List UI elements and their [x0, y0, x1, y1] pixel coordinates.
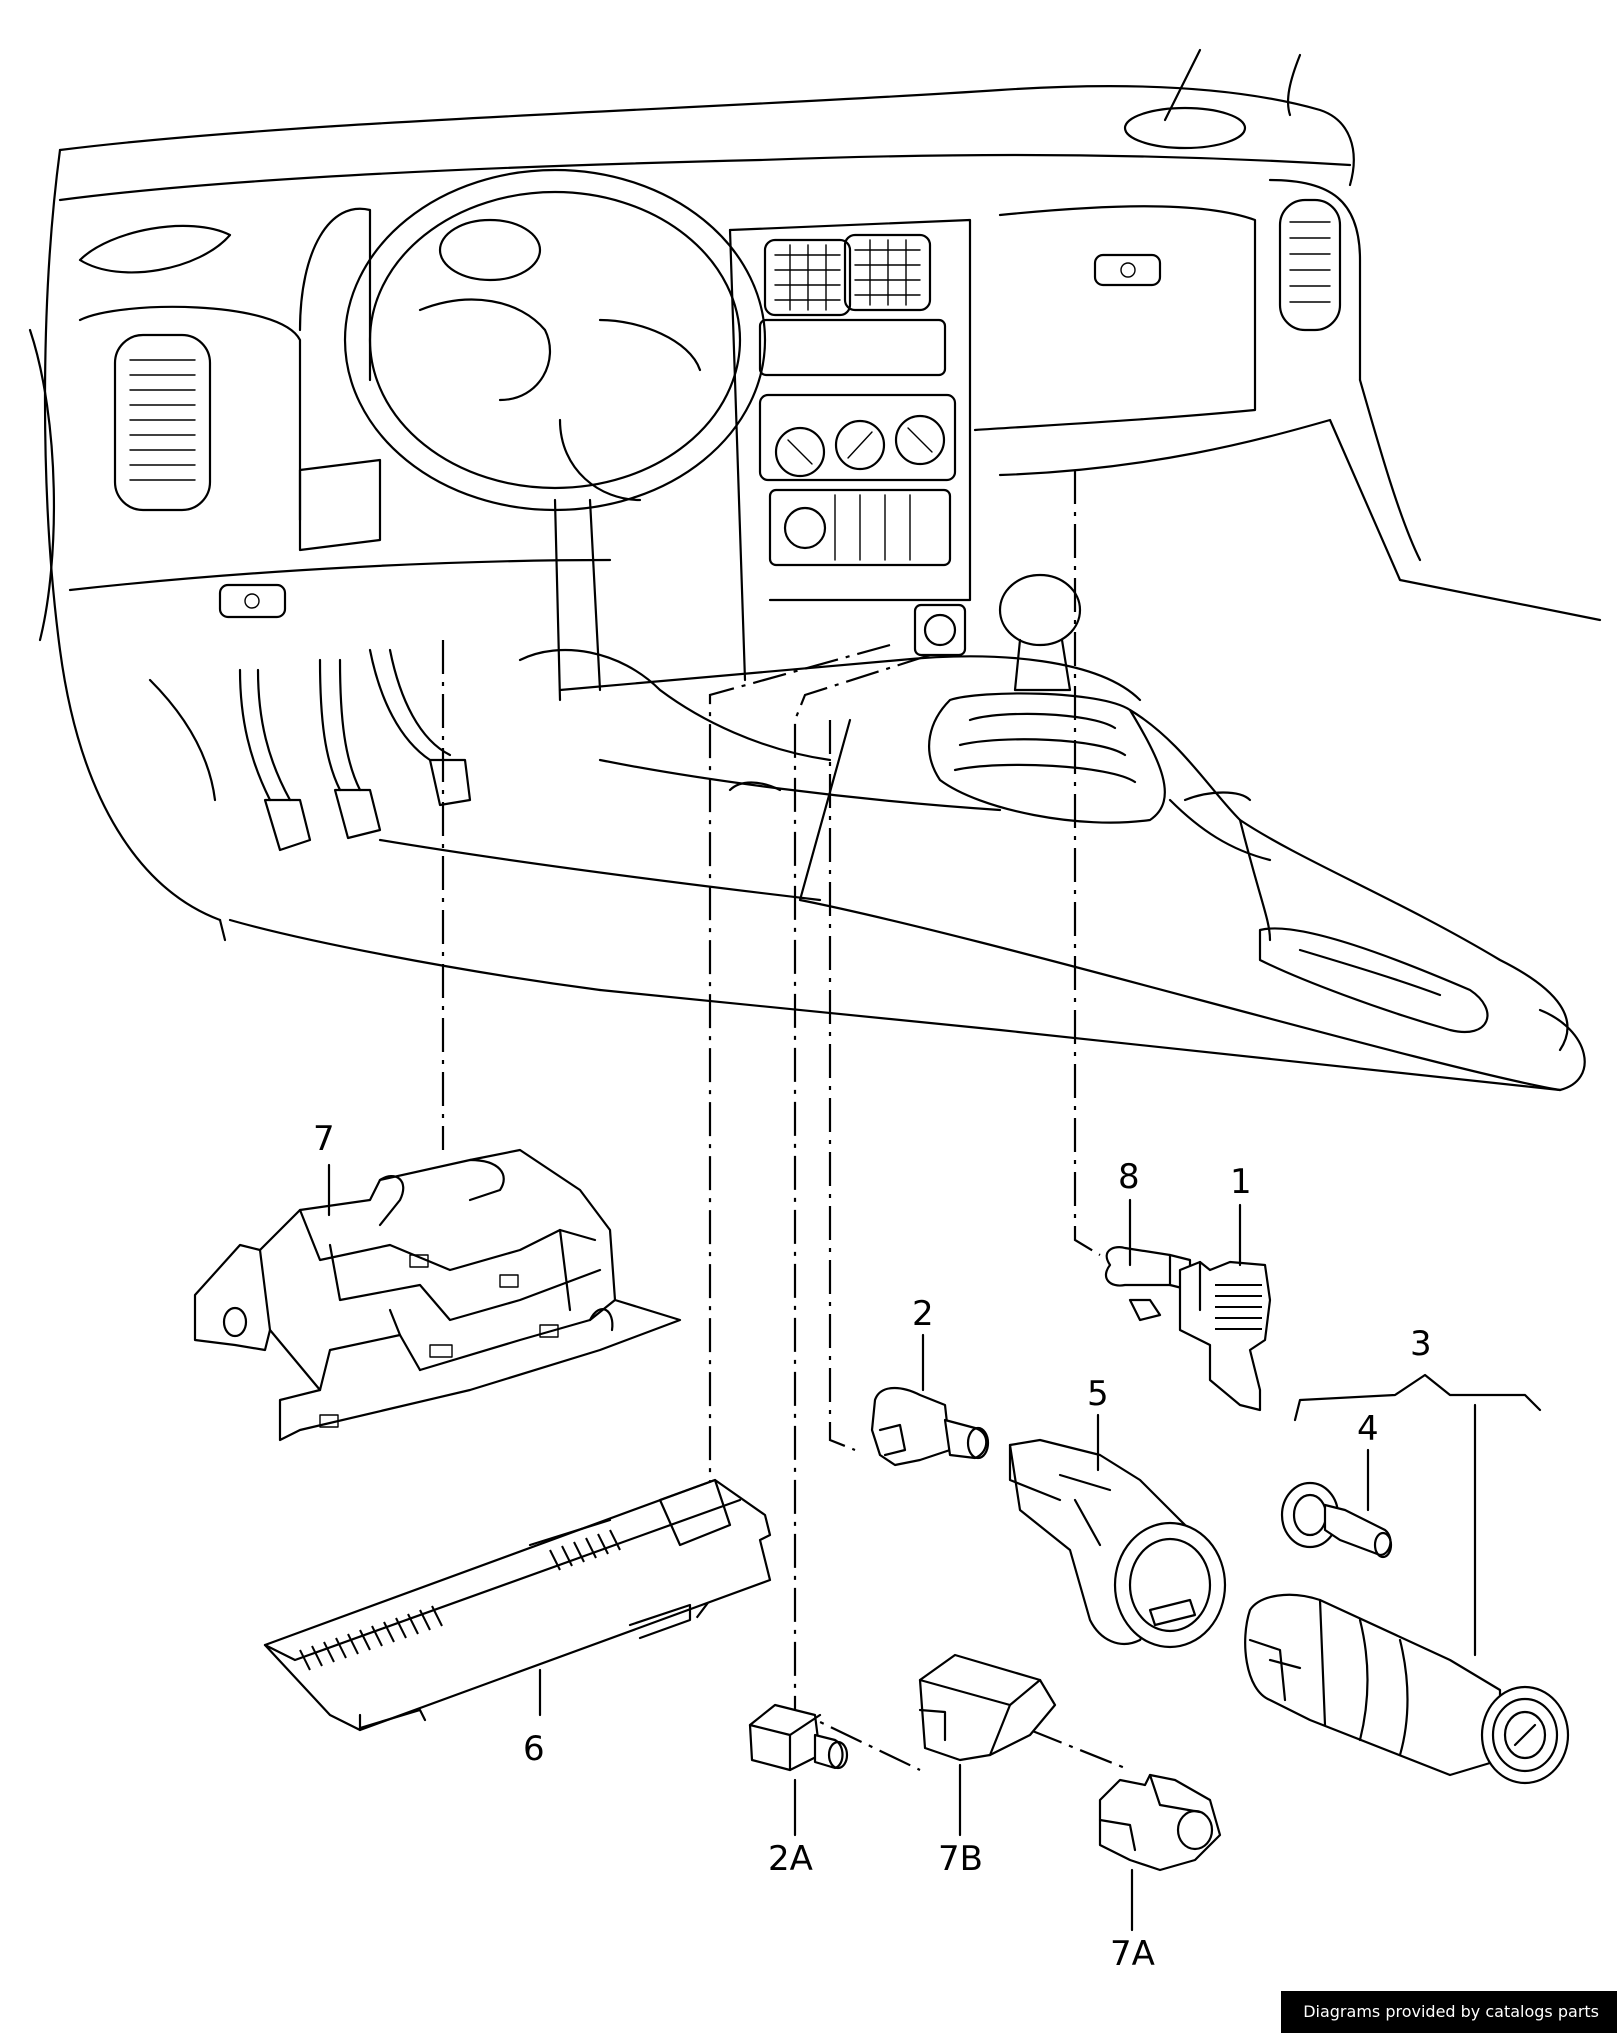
callout-labels: 7 6 2 8 1 5 3 4 2A 7B 7A — [313, 1119, 1432, 1974]
part-7-bracket — [193, 1148, 682, 1442]
left-vent-louvres — [129, 359, 196, 481]
part-8-bulb — [1104, 1246, 1192, 1292]
callout-7: 7 — [313, 1119, 335, 1159]
callout-8: 8 — [1118, 1157, 1140, 1197]
callout-2: 2 — [912, 1294, 934, 1334]
center-vent-grilles — [774, 239, 921, 311]
callout-3: 3 — [1410, 1324, 1432, 1364]
part-2a-switch — [748, 1703, 849, 1772]
callout-leaders — [327, 1163, 1542, 1932]
part-6-ribs — [299, 1529, 621, 1671]
part-6-cover — [263, 1478, 772, 1732]
part-3-cigarette-lighter — [1244, 1593, 1570, 1785]
callout-6: 6 — [523, 1729, 545, 1769]
part-5-lighter-housing — [1008, 1438, 1227, 1649]
callout-1: 1 — [1230, 1162, 1252, 1202]
part-1-bulb-holder — [1128, 1260, 1272, 1412]
dashboard-illustration — [28, 48, 1602, 1092]
part-7b-cover — [918, 1653, 1057, 1762]
part-2-switch — [870, 1387, 990, 1467]
callout-7b: 7B — [938, 1839, 983, 1879]
callout-5: 5 — [1087, 1374, 1109, 1414]
callout-7a: 7A — [1110, 1934, 1155, 1974]
part-7a-holder — [1098, 1773, 1222, 1872]
credit-badge: Diagrams provided by catalogs parts — [1281, 1991, 1617, 2033]
callout-4: 4 — [1357, 1409, 1379, 1449]
part-4-knob — [1280, 1481, 1393, 1559]
leader-lines — [441, 470, 1131, 1772]
right-vent-louvres — [1289, 221, 1331, 303]
callout-2a: 2A — [768, 1839, 813, 1879]
